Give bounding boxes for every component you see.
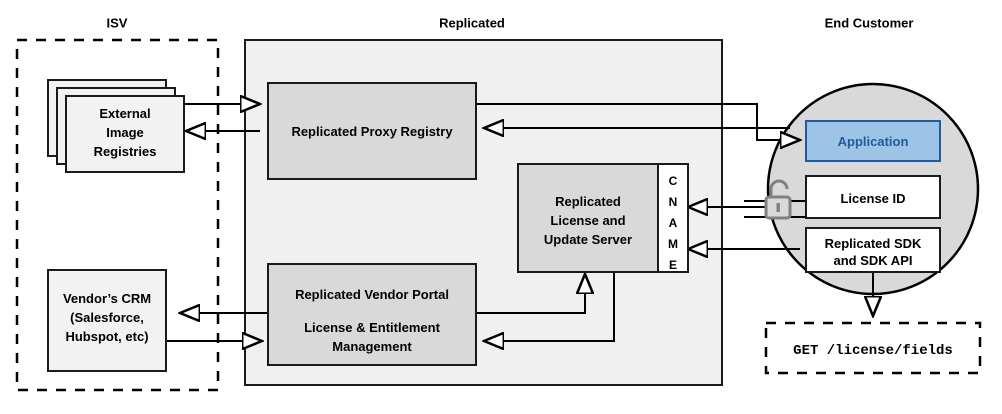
license-id[interactable] — [805, 175, 941, 219]
external-image-registries-label-1: External — [99, 106, 150, 121]
external-image-registries-label-2: Image — [106, 125, 144, 140]
isv-zone-container — [15, 38, 220, 392]
cname-letter-n: N — [669, 195, 678, 209]
open-padlock-icon — [764, 179, 792, 220]
replicated-proxy-registry[interactable] — [267, 82, 477, 180]
replicated-sdk-label-2: and SDK API — [834, 253, 913, 268]
api-request-label: GET /license/fields — [793, 343, 953, 359]
cname-letter-e: E — [669, 258, 677, 272]
isv-zone-label: ISV — [107, 15, 128, 30]
replicated-license-update-server-label-3: Update Server — [544, 232, 632, 247]
replicated-vendor-portal-label-2: License & Entitlement — [304, 320, 440, 335]
replicated-vendor-portal-label-3: Management — [332, 339, 412, 354]
cname-letter-a: A — [669, 216, 678, 230]
vendors-crm-label-1: Vendor’s CRM — [63, 291, 151, 306]
end-customer-zone-label: End Customer — [825, 15, 914, 30]
external-image-registries-label-3: Registries — [94, 144, 157, 159]
replicated-vendor-portal[interactable] — [267, 263, 477, 366]
replicated-license-update-server-label-2: License and — [550, 213, 625, 228]
api-request-box[interactable] — [764, 321, 982, 375]
replicated-license-update-server-label-1: Replicated — [555, 194, 621, 209]
vendors-crm[interactable] — [47, 269, 167, 372]
replicated-proxy-registry-label: Replicated Proxy Registry — [291, 124, 453, 139]
application-label: Application — [838, 134, 909, 149]
license-id-label: License ID — [840, 191, 905, 206]
replicated-license-update-server[interactable] — [517, 163, 659, 273]
replicated-zone-label: Replicated — [439, 15, 505, 30]
cname-letter-m: M — [668, 237, 678, 251]
arrow-portal-to-license-server — [476, 274, 585, 314]
cname-strip[interactable] — [657, 163, 689, 273]
replicated-sdk[interactable] — [805, 227, 941, 273]
cname-letter-c: C — [669, 174, 678, 188]
vendors-crm-label-3: Hubspot, etc) — [65, 329, 148, 344]
external-image-registries[interactable] — [65, 95, 185, 173]
application[interactable] — [805, 120, 941, 162]
replicated-sdk-label-1: Replicated SDK — [825, 236, 922, 251]
arrow-license-server-to-portal — [484, 272, 615, 341]
replicated-vendor-portal-label-1: Replicated Vendor Portal — [295, 287, 449, 302]
arrow-proxy-to-application — [476, 103, 800, 140]
vendors-crm-label-2: (Salesforce, — [70, 310, 144, 325]
